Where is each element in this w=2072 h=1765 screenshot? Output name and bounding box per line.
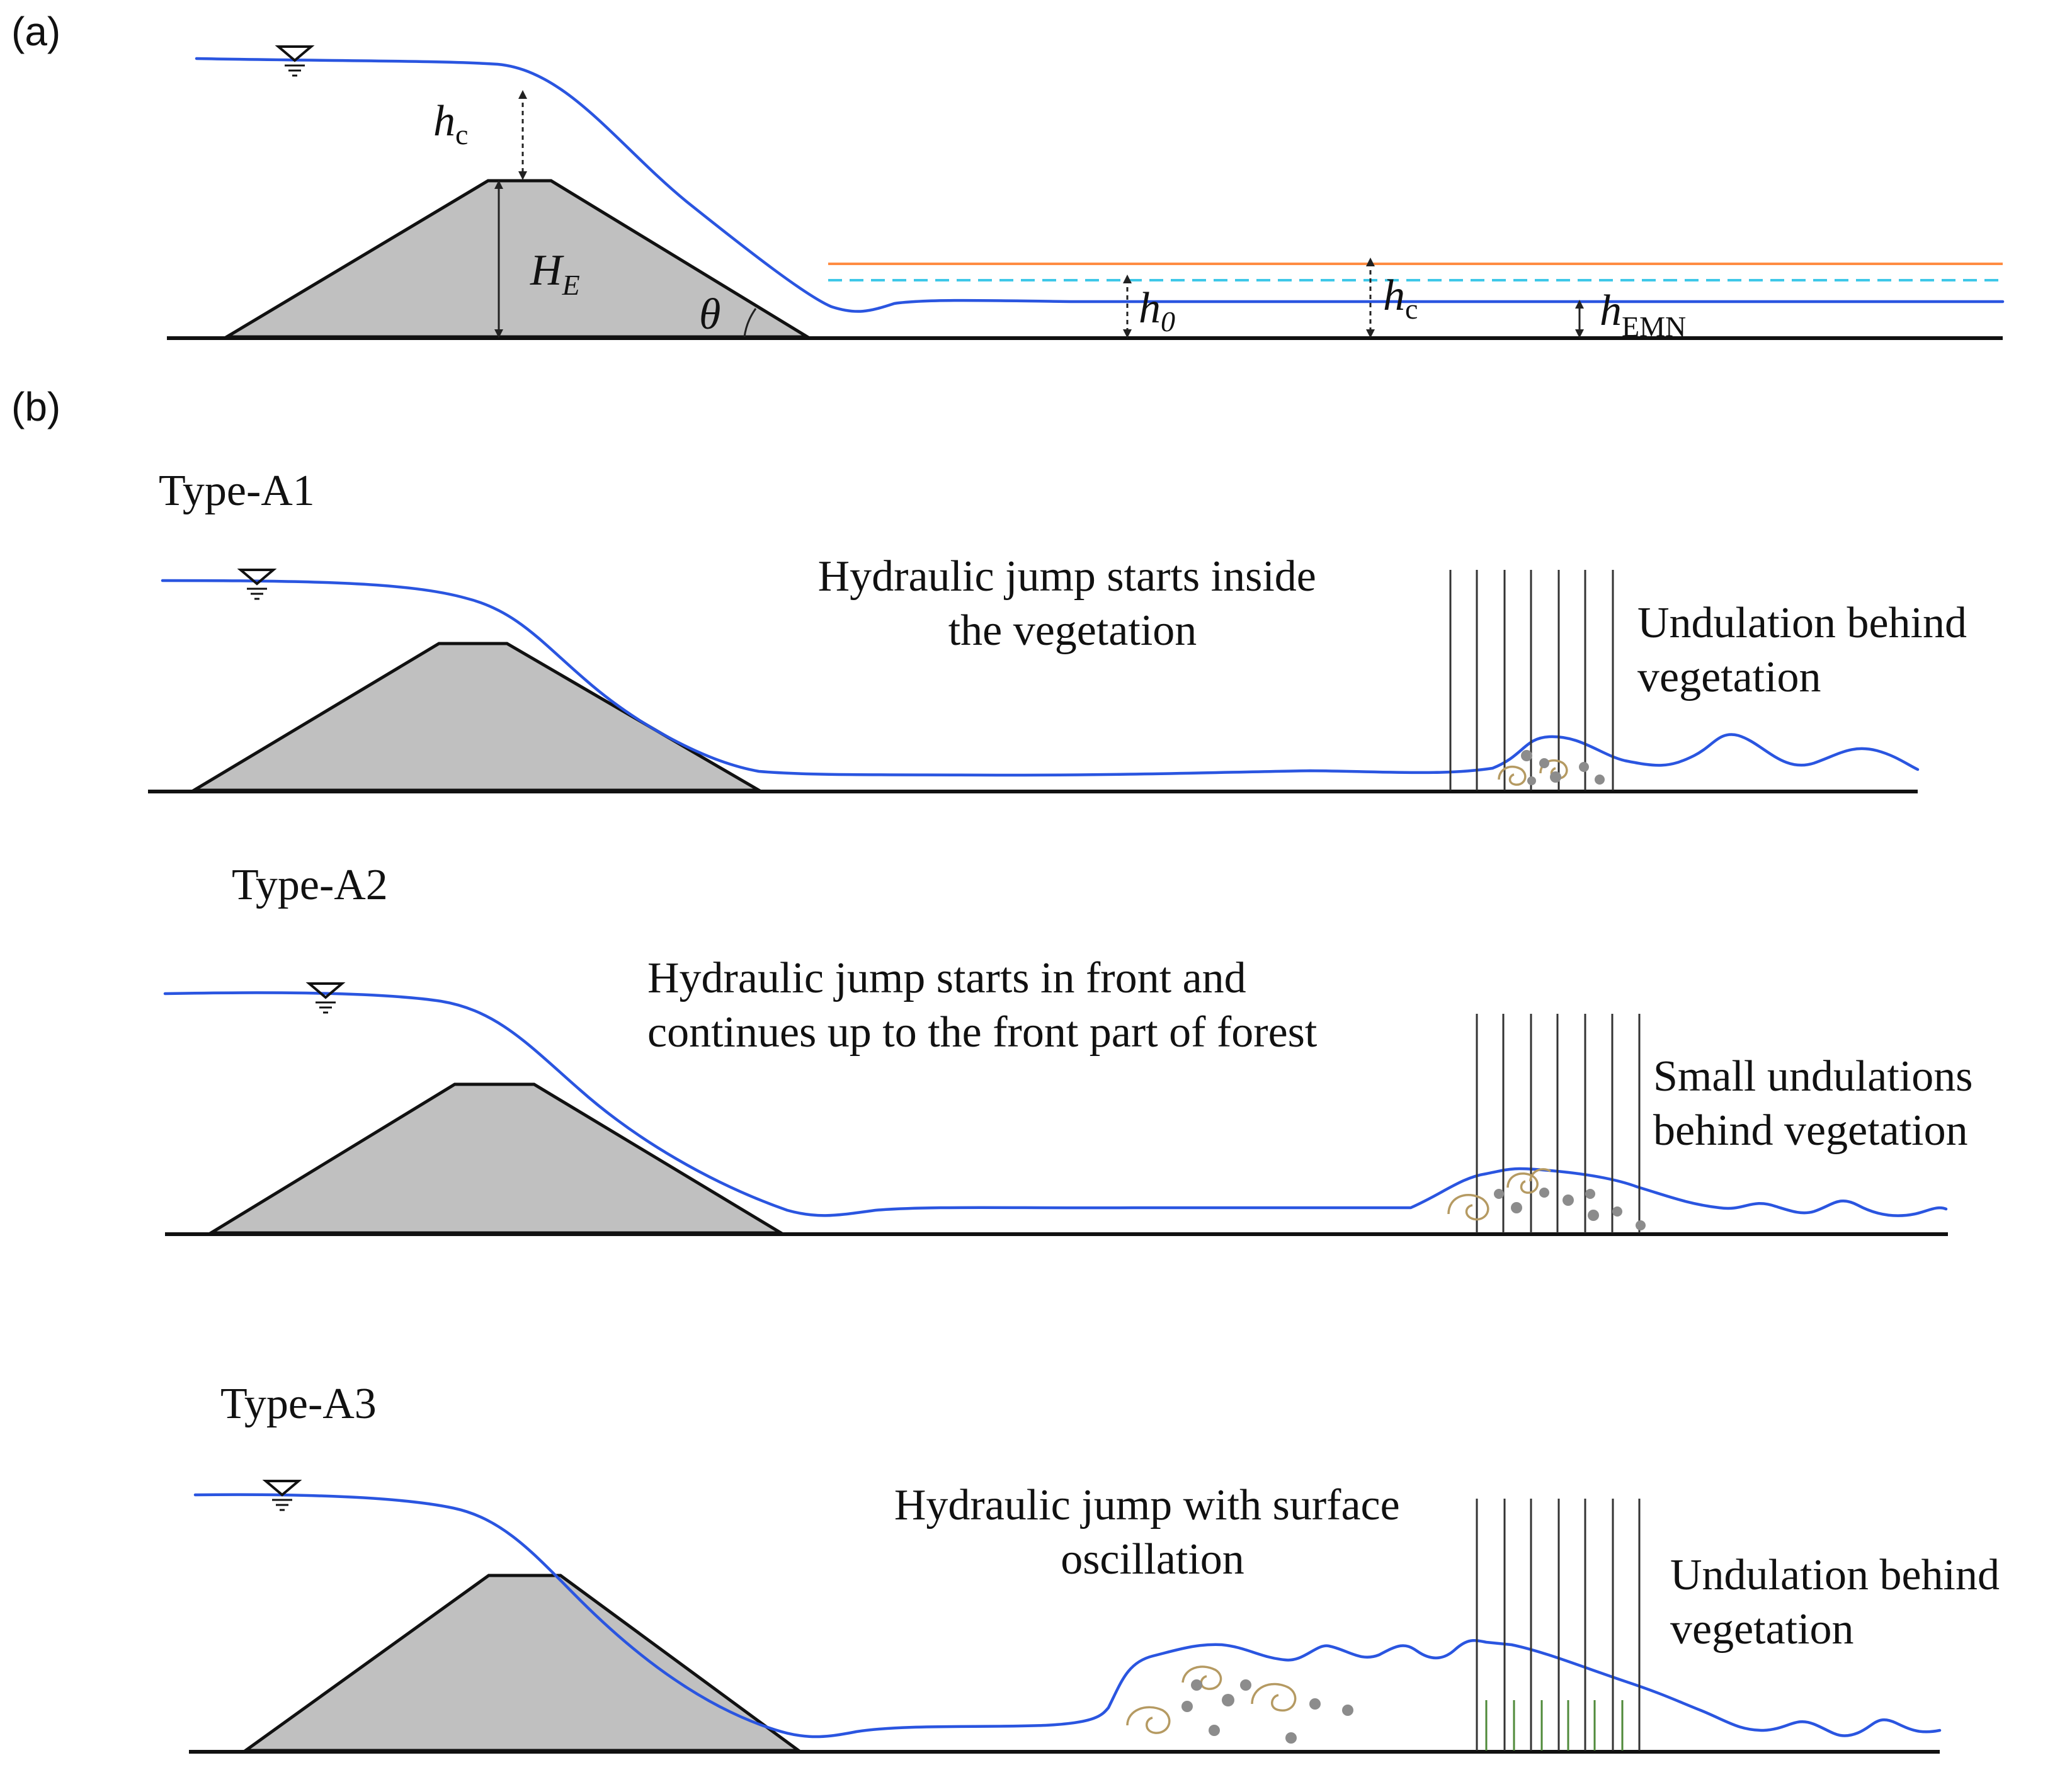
theta-label: θ xyxy=(699,290,720,339)
type-a3-grass xyxy=(1485,1700,1624,1751)
type-a3-vegetation xyxy=(1476,1499,1641,1751)
type-a2-water-surface xyxy=(163,991,1948,1217)
type-a3-diagram: Type-A3 xyxy=(189,1380,2010,1754)
type-a2-behind-note: Small undulations behind vegetation xyxy=(1653,1052,1984,1155)
type-a1-water-level-icon xyxy=(239,569,275,600)
type-a1-behind-note: Undulation behind vegetation xyxy=(1637,599,1978,701)
he-label: HE xyxy=(530,246,580,301)
type-a1-dike xyxy=(188,642,765,792)
type-a1-water-surface xyxy=(161,579,1920,777)
type-a3-water-surface xyxy=(193,1493,1942,1739)
panel-a: (a) hc HE θ h0 hc hEMN xyxy=(11,9,2005,343)
type-a2-water-level-icon xyxy=(308,982,343,1014)
type-a1-diagram: Type-A1 Hydraulic jump s xyxy=(148,467,1978,793)
panel-b-label: (b) xyxy=(11,384,60,429)
hc-downstream-label: hc xyxy=(1383,271,1418,325)
type-a3-dike xyxy=(241,1574,804,1752)
type-a3-title: Type-A3 xyxy=(220,1380,377,1428)
h0-label: h0 xyxy=(1139,284,1175,338)
type-a3-swirl-icon xyxy=(1126,1666,1297,1734)
type-a1-title: Type-A1 xyxy=(159,467,315,515)
type-a1-vegetation xyxy=(1449,570,1614,790)
type-a2-note: Hydraulic jump starts in front and conti… xyxy=(647,954,1318,1057)
panel-a-dike xyxy=(220,179,813,339)
type-a3-note: Hydraulic jump with surface oscillation xyxy=(894,1481,1411,1584)
type-a2-diagram: Type-A2 xyxy=(163,861,1984,1236)
type-a2-vegetation xyxy=(1476,1014,1641,1233)
panel-a-label: (a) xyxy=(11,9,60,54)
type-a3-behind-note: Undulation behind vegetation xyxy=(1670,1551,2010,1654)
type-a3-air-bubble-icon xyxy=(1181,1679,1353,1744)
type-a2-title: Type-A2 xyxy=(232,861,388,909)
type-a1-note: Hydraulic jump starts inside the vegetat… xyxy=(818,552,1328,655)
theta-angle-arc xyxy=(743,308,757,338)
type-a2-air-bubble-icon xyxy=(1494,1188,1646,1230)
type-a2-dike xyxy=(205,1082,787,1235)
hc-label: hc xyxy=(433,97,468,150)
panel-a-water-surface xyxy=(195,57,2005,313)
type-a1-air-bubble-icon xyxy=(1521,750,1605,785)
hemn-label: hEMN xyxy=(1600,287,1686,343)
type-a2-swirl-icon xyxy=(1447,1168,1551,1221)
